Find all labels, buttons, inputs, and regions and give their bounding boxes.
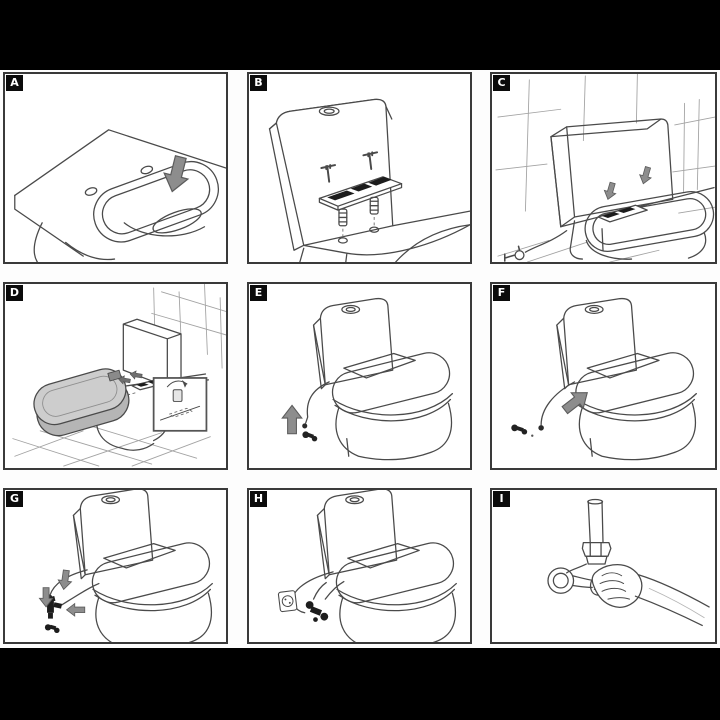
tee-fitting-illustration <box>511 424 534 437</box>
down-arrow-icon <box>637 165 655 186</box>
step-panel-b: B <box>247 72 472 264</box>
step-label-b: B <box>250 75 267 91</box>
step-panel-i: I <box>490 488 717 644</box>
step-label-a: A <box>6 75 23 91</box>
hose-to-seat-illustration <box>511 297 697 461</box>
wall-tile-lines <box>495 74 715 262</box>
step-label-h: H <box>250 491 267 507</box>
connected-hose-outlet-illustration <box>277 490 457 642</box>
down-arrow-icon <box>56 569 74 591</box>
instruction-sheet: A B <box>0 70 720 648</box>
toilet-with-hose-illustration <box>281 297 454 461</box>
step-label-g: G <box>6 491 23 507</box>
tee-fitting-illustration <box>302 431 318 442</box>
left-arrow-icon <box>66 603 86 617</box>
tee-valve-icon <box>305 601 329 622</box>
step-label-c: C <box>493 75 510 91</box>
step-panel-f: F <box>490 282 717 470</box>
step-panel-a: A <box>3 72 228 264</box>
step-label-f: F <box>493 285 510 301</box>
step-panel-g: G <box>3 488 228 644</box>
down-arrow-icon <box>601 180 619 202</box>
tee-valve-assembly-illustration <box>38 490 213 642</box>
slide-arrow-icon <box>129 369 143 381</box>
up-arrow-icon <box>281 404 303 435</box>
step-panel-h: H <box>247 488 472 644</box>
step-label-d: D <box>6 285 23 301</box>
wall-toilet-illustration <box>495 74 715 262</box>
step-label-e: E <box>250 285 267 301</box>
mounting-hardware-illustration <box>268 98 470 262</box>
bidet-seat-illustration <box>33 368 130 437</box>
step-panel-e: E <box>247 282 472 470</box>
seat-sliding-illustration <box>12 284 226 467</box>
lock-click-inset <box>152 377 208 432</box>
step-panel-d: D <box>3 282 228 470</box>
wall-and-floor-tile-lines <box>12 284 226 467</box>
angle-valve-icon <box>44 624 60 634</box>
hand-on-valve-illustration <box>547 498 710 627</box>
step-panel-c: C <box>490 72 717 264</box>
step-label-i: I <box>493 491 510 507</box>
toilet-rim-top-illustration <box>14 129 226 262</box>
power-outlet-icon <box>277 590 298 613</box>
down-arrow-icon <box>159 153 194 196</box>
